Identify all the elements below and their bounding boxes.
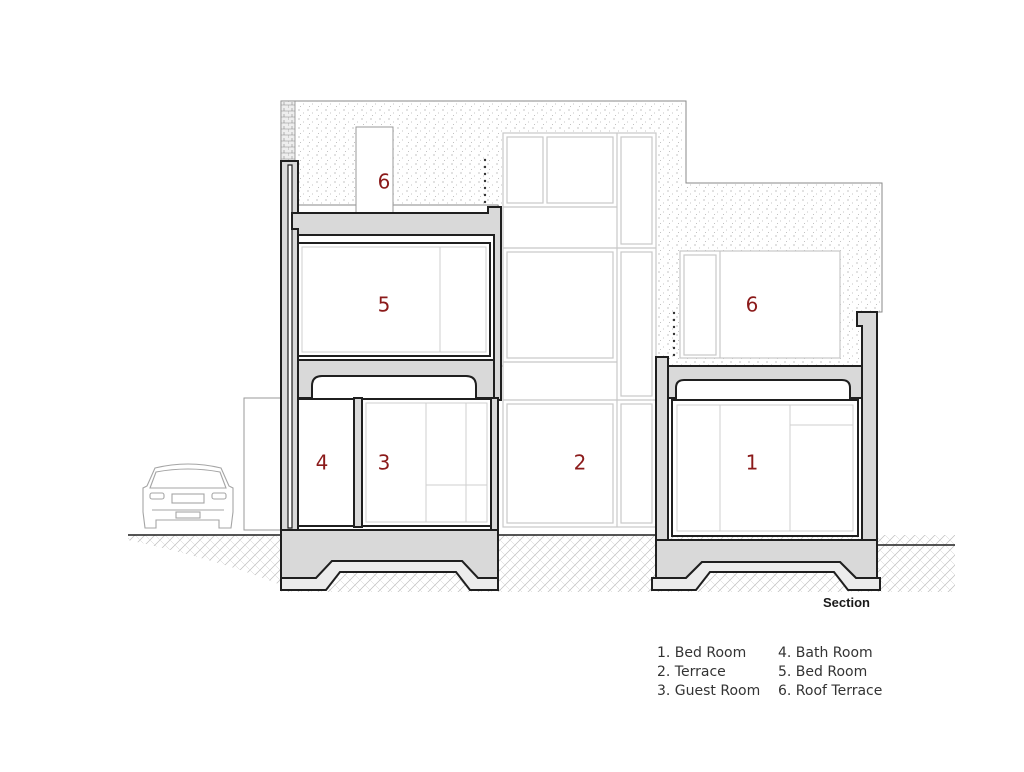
label-room-4: 4 xyxy=(316,451,329,475)
left-rooms xyxy=(297,242,492,527)
rooftop-door xyxy=(355,126,394,214)
right-room-inner-frames xyxy=(676,404,854,532)
legend-item-4: 4. Bath Room xyxy=(778,645,873,661)
car xyxy=(142,463,234,529)
label-room-2: 2 xyxy=(574,451,587,475)
left-block-structure xyxy=(280,160,502,591)
right-rooms xyxy=(671,399,859,537)
brick-pier xyxy=(280,100,296,162)
legend-item-3: 3. Guest Room xyxy=(657,683,761,699)
legend-item-6: 6. Roof Terrace xyxy=(778,683,883,699)
ground-white-cover xyxy=(128,592,955,632)
boundary-wall xyxy=(243,397,282,531)
label-room-6-right: 6 xyxy=(746,293,759,317)
legend-item-1: 1. Bed Room xyxy=(657,645,747,661)
section-caption: Section xyxy=(823,595,870,610)
ground-slope-cover xyxy=(128,540,281,592)
label-room-3: 3 xyxy=(378,451,391,475)
label-room-1: 1 xyxy=(746,451,759,475)
legend-item-2: 2. Terrace xyxy=(657,664,726,680)
left-room-inner-frames xyxy=(301,246,488,523)
right-block-structure xyxy=(651,311,881,591)
right-elevation-window xyxy=(679,250,841,359)
railing-dots xyxy=(483,158,676,357)
label-room-6-top: 6 xyxy=(378,170,391,194)
label-room-5: 5 xyxy=(378,293,391,317)
legend-item-5: 5. Bed Room xyxy=(778,664,868,680)
ground-line xyxy=(128,534,955,546)
glazed-curtain-wall xyxy=(502,132,657,528)
